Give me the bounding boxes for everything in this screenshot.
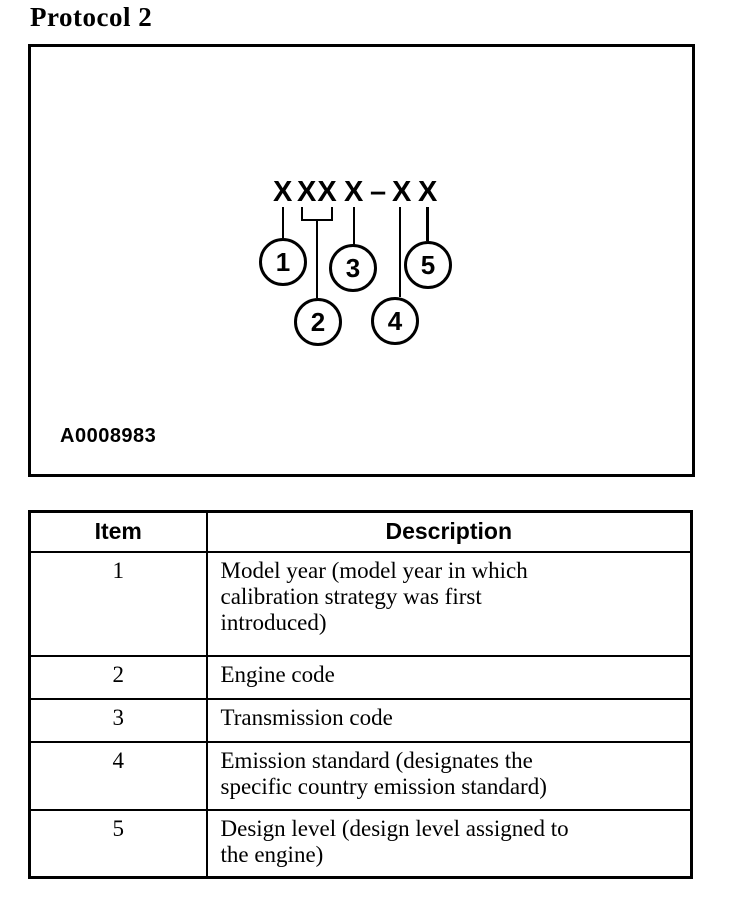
item-number: 1 (28, 550, 208, 657)
figure-box: X XX X – X X 1 2 3 (28, 44, 695, 477)
page-title: Protocol 2 (30, 2, 153, 32)
callout-circle-4: 4 (371, 297, 419, 345)
callout-number-5: 5 (420, 249, 436, 280)
table-row: 1 Model year (model year in which calibr… (28, 550, 693, 657)
code-segment-3: X (344, 176, 365, 208)
callout-number-3: 3 (345, 252, 361, 283)
table-header-row: Item Description (28, 510, 693, 553)
callout-number-4: 4 (387, 305, 403, 336)
table-row: 2 Engine code (28, 654, 693, 700)
leader-line-5 (426, 207, 429, 241)
leader-line-2 (316, 219, 318, 298)
code-segment-2: XX (297, 176, 338, 208)
leader-line-1 (282, 207, 284, 238)
callout-circle-3: 3 (329, 244, 377, 292)
bracket-left-line (301, 207, 303, 221)
code-segment-4: X (392, 176, 413, 208)
table-row: 3 Transmission code (28, 697, 693, 743)
code-pattern-diagram: X XX X – X X 1 2 3 (31, 47, 692, 474)
item-description: Transmission code (205, 697, 693, 743)
bracket-right-line (331, 207, 333, 221)
callout-circle-1: 1 (259, 238, 307, 286)
code-segment-1: X (273, 176, 294, 208)
legend-table: Item Description 1 Model year (model yea… (28, 510, 693, 879)
column-header-description: Description (205, 510, 693, 553)
item-number: 4 (28, 740, 208, 811)
code-dash: – (370, 176, 388, 208)
item-description: Emission standard (designates the specif… (205, 740, 693, 811)
callout-circle-2: 2 (294, 298, 342, 346)
item-description: Engine code (205, 654, 693, 700)
item-number: 5 (28, 808, 208, 879)
callout-number-2: 2 (310, 306, 326, 337)
leader-line-4 (399, 207, 401, 297)
table-row: 5 Design level (design level assigned to… (28, 808, 693, 879)
figure-reference-label: A0008983 (60, 425, 157, 447)
code-segment-5: X (418, 176, 439, 208)
item-number: 2 (28, 654, 208, 700)
column-header-item: Item (28, 510, 208, 553)
leader-line-3 (353, 207, 355, 245)
item-description: Model year (model year in which calibrat… (205, 550, 693, 657)
callout-number-1: 1 (275, 246, 291, 277)
callout-circle-5: 5 (404, 241, 452, 289)
table-row: 4 Emission standard (designates the spec… (28, 740, 693, 811)
item-description: Design level (design level assigned to t… (205, 808, 693, 879)
item-number: 3 (28, 697, 208, 743)
